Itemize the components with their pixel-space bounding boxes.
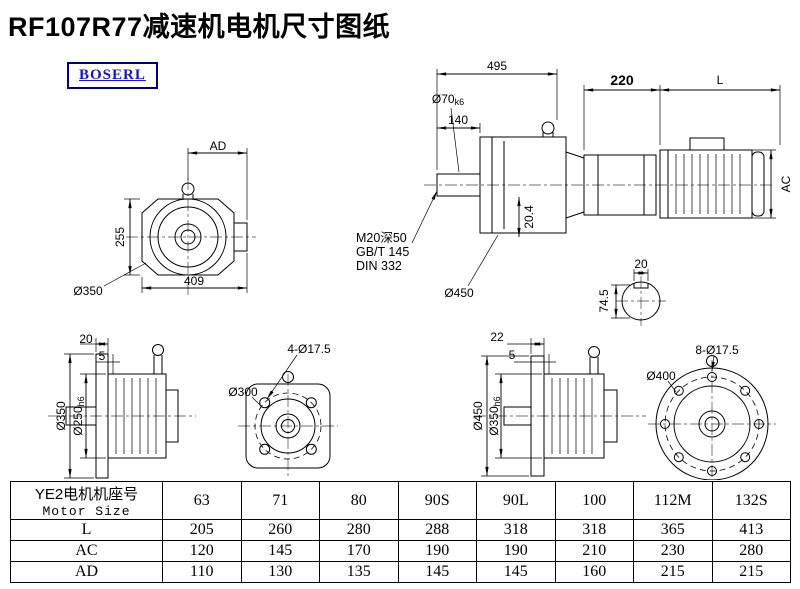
dim-dia250-tol: h6 — [76, 396, 86, 407]
table-cell: 413 — [711, 519, 791, 541]
flange-face-large-linework — [648, 355, 776, 480]
table-cell: 110 — [162, 561, 242, 583]
dim-dia450-flange-label: Ø450 — [471, 401, 485, 431]
table-cell: 145 — [397, 561, 477, 583]
table-cell: 205 — [162, 519, 242, 541]
front-view-linework — [103, 148, 256, 296]
table-size-header: 132S — [711, 481, 791, 520]
table-cell: 135 — [319, 561, 399, 583]
dim-dia300-label: Ø300 — [228, 385, 258, 399]
table-row-label: L — [10, 519, 163, 541]
dim-495-label: 495 — [486, 59, 508, 73]
dim-shaft-dia-main: Ø70 — [431, 92, 455, 106]
dim-4holes-label: 4-Ø17.5 — [287, 342, 331, 356]
dim-flange5-label: 5 — [98, 349, 106, 363]
table-header-cn: YE2电机机座号 — [34, 485, 139, 503]
table-row-ac: AC 120 145 170 190 190 210 230 280 — [10, 540, 791, 562]
boserl-logo: BOSERL — [67, 62, 158, 89]
dim-key20-label: 20 — [634, 257, 648, 271]
flange-side-large-linework — [474, 338, 646, 477]
table-cell: 365 — [633, 519, 713, 541]
table-size-header: 71 — [240, 481, 320, 520]
dim-8holes-label: 8-Ø17.5 — [695, 343, 739, 357]
motor-size-table: YE2电机机座号 Motor Size 63 71 80 90S 90L 100… — [10, 481, 791, 583]
dim-shaft-dia-tol: k6 — [454, 97, 465, 107]
note-m20: M20深50 — [356, 231, 407, 245]
table-header-label-cell: YE2电机机座号 Motor Size — [10, 481, 163, 520]
dim-dia350-front-label: Ø350 — [73, 284, 103, 298]
dim-dia350h6-tol: h6 — [492, 396, 502, 407]
table-cell: 230 — [633, 540, 713, 562]
dim-l-label: L — [716, 73, 724, 87]
note-gbt145: GB/T 145 — [356, 245, 410, 259]
flange-side-small-linework — [48, 338, 196, 479]
table-cell: 288 — [397, 519, 477, 541]
dim-dia400-label: Ø400 — [646, 369, 676, 383]
shaft-end-notes: M20深50 GB/T 145 DIN 332 — [356, 231, 409, 273]
dim-flange22-label: 22 — [490, 330, 504, 344]
dim-ac-label: AC — [779, 175, 793, 193]
table-cell: 145 — [240, 540, 320, 562]
table-size-header: 63 — [162, 481, 242, 520]
dim-255-label: 255 — [113, 226, 127, 248]
table-cell: 130 — [240, 561, 320, 583]
table-cell: 260 — [240, 519, 320, 541]
table-size-header: 90L — [476, 481, 556, 520]
table-cell: 210 — [554, 540, 634, 562]
table-size-header: 90S — [397, 481, 477, 520]
page-title: RF107R77减速机电机尺寸图纸 — [8, 12, 391, 42]
side-view-linework — [411, 69, 781, 326]
dim-dia350h6-main: Ø350 — [487, 406, 501, 436]
dim-dia250-label: Ø250h6 — [71, 396, 86, 436]
table-size-header: 80 — [319, 481, 399, 520]
table-cell: 318 — [476, 519, 556, 541]
table-header-row: YE2电机机座号 Motor Size 63 71 80 90S 90L 100… — [10, 481, 791, 520]
table-row-ad: AD 110 130 135 145 145 160 215 215 — [10, 561, 791, 583]
table-cell: 120 — [162, 540, 242, 562]
table-cell: 145 — [476, 561, 556, 583]
table-cell: 170 — [319, 540, 399, 562]
boserl-logo-text: BOSERL — [79, 67, 146, 83]
dim-shaft-dia-label: Ø70k6 — [432, 93, 464, 107]
dim-ad-label: AD — [209, 139, 227, 153]
table-size-header: 100 — [554, 481, 634, 520]
table-row-label: AC — [10, 540, 163, 562]
dim-dia450-side-label: Ø450 — [444, 286, 474, 300]
drawing-linework — [48, 69, 781, 480]
dim-204-label: 20.4 — [522, 205, 536, 229]
dim-220-label: 220 — [610, 72, 634, 88]
dim-409-label: 409 — [183, 274, 205, 288]
table-row-label: AD — [10, 561, 163, 583]
dim-dia350-flange-label: Ø350 — [54, 401, 68, 431]
table-cell: 160 — [554, 561, 634, 583]
table-cell: 280 — [319, 519, 399, 541]
table-row-l: L 205 260 280 288 318 318 365 413 — [10, 519, 791, 541]
dim-140-label: 140 — [447, 113, 469, 127]
table-cell: 318 — [554, 519, 634, 541]
flange-face-small-linework — [238, 354, 338, 478]
dim-flange20-label: 20 — [79, 332, 93, 346]
table-cell: 190 — [476, 540, 556, 562]
table-cell: 215 — [633, 561, 713, 583]
dim-745-label: 74.5 — [597, 289, 611, 313]
note-din332: DIN 332 — [356, 259, 402, 273]
dim-flange5b-label: 5 — [508, 348, 516, 362]
table-header-en: Motor Size — [42, 503, 131, 519]
table-cell: 215 — [711, 561, 791, 583]
table-cell: 190 — [397, 540, 477, 562]
table-cell: 280 — [711, 540, 791, 562]
dim-dia250-main: Ø250 — [71, 406, 85, 436]
dim-dia350h6-label: Ø350h6 — [487, 396, 502, 436]
table-size-header: 112M — [633, 481, 713, 520]
